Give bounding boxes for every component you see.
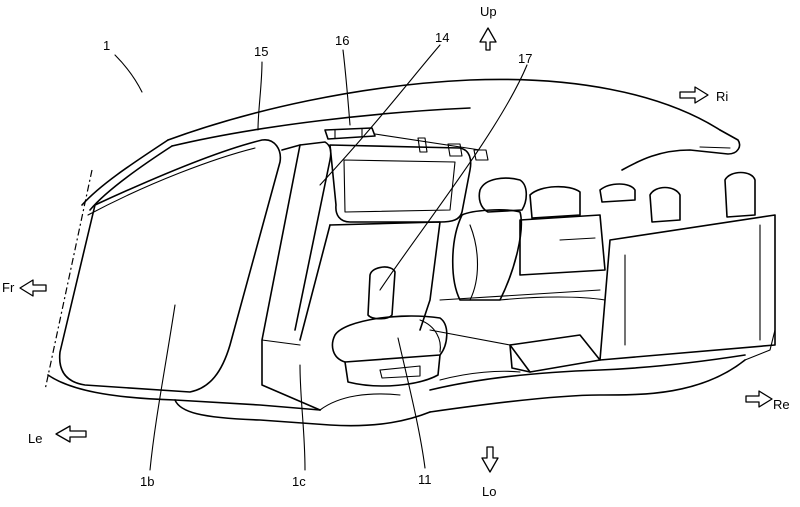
- direction-ri: Ri: [679, 86, 728, 104]
- label-17: 17: [518, 51, 532, 66]
- label-14: 14: [435, 30, 449, 45]
- direction-lo: Lo: [481, 446, 499, 499]
- label-15: 15: [254, 44, 268, 59]
- label-1c: 1c: [292, 474, 306, 489]
- direction-fr: Fr: [2, 279, 47, 297]
- floor-lines: [319, 289, 606, 411]
- arrow-left-icon: [19, 279, 47, 297]
- leader-lines: [114, 44, 528, 471]
- label-11: 11: [418, 472, 432, 487]
- direction-up: Up: [479, 4, 497, 51]
- second-row-seats: [519, 183, 636, 276]
- arrow-up-icon: [479, 27, 497, 51]
- rear-side-window: [299, 144, 472, 341]
- direction-le: Le: [28, 425, 87, 446]
- direction-lo-label: Lo: [482, 484, 496, 499]
- direction-up-label: Up: [480, 4, 497, 19]
- direction-re: Re: [745, 390, 790, 412]
- arrow-right-icon: [679, 86, 709, 104]
- arrow-down-icon: [481, 446, 499, 473]
- third-row-seats: [509, 171, 776, 373]
- front-seat: [331, 177, 528, 387]
- label-1: 1: [103, 38, 110, 53]
- direction-fr-label: Fr: [2, 280, 15, 295]
- curtain-airbag-module: [324, 127, 489, 161]
- direction-le-label: Le: [28, 431, 42, 446]
- label-1b: 1b: [140, 474, 154, 489]
- arrow-right-icon: [745, 390, 773, 408]
- direction-ri-label: Ri: [716, 89, 728, 104]
- front-door-window: [44, 139, 282, 393]
- direction-re-label: Re: [773, 397, 790, 412]
- vehicle-body: [47, 78, 776, 427]
- reference-labels: 1 15 16 14 17 1b 1c 11: [103, 30, 532, 489]
- label-16: 16: [335, 33, 349, 48]
- b-pillar: [261, 141, 332, 411]
- arrow-left-icon: [55, 425, 87, 443]
